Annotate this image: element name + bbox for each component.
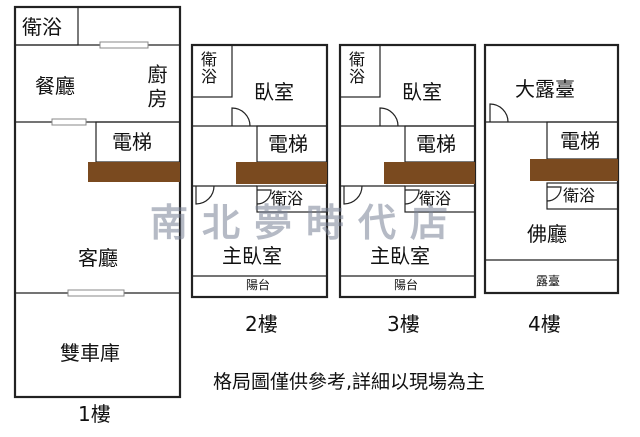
floor-4-terrace-large-label: 大露臺	[515, 77, 575, 101]
floor-3-staircase	[384, 162, 475, 184]
floor-3-caption: 3樓	[387, 312, 420, 336]
floor-2-bath-label: 衛浴	[271, 189, 304, 208]
floor-3-balcony-label: 陽台	[394, 278, 419, 292]
floor-4-terrace-label: 露臺	[536, 274, 561, 288]
floor-2-bath-wall	[256, 185, 328, 213]
floor-2-bedroom-label: 臥室	[254, 80, 294, 104]
floor-1-kitchen-label: 廚房	[144, 64, 168, 112]
floor-1-window	[51, 118, 87, 126]
floor-3-bath-small-wall	[339, 44, 381, 98]
floor-4-door-arc	[546, 186, 562, 202]
floor-3-door-arc	[404, 189, 420, 205]
floor-1-bath-label: 衛浴	[22, 15, 62, 39]
floor-4-door-arc	[489, 103, 509, 123]
floor-2-door-arc	[256, 189, 272, 205]
floor-3-bath-label: 衛浴	[419, 189, 452, 208]
floor-2-elevator-label: 電梯	[268, 132, 308, 156]
floor-1-window	[67, 289, 125, 297]
floor-3-bedroom-label: 臥室	[402, 80, 442, 104]
floor-2-door-arc	[195, 185, 215, 205]
floor-3-bath-small-label: 衛浴	[346, 51, 365, 85]
floor-1-garage-label: 雙車庫	[60, 341, 120, 365]
floor-2-balcony-label: 陽台	[246, 278, 271, 292]
floor-3-elevator-label: 電梯	[416, 132, 456, 156]
floor-1-caption: 1樓	[78, 402, 111, 426]
floor-4-plan	[483, 43, 620, 295]
floor-2-door-arc	[231, 107, 251, 127]
floor-4-elevator-label: 電梯	[560, 129, 600, 153]
floor-4-caption: 4樓	[528, 312, 561, 336]
floor-2-staircase	[236, 162, 327, 184]
floor-3-bath-wall	[404, 185, 476, 213]
floor-3-master-label: 主臥室	[370, 244, 430, 268]
floor-1-elevator-label: 電梯	[112, 130, 152, 154]
floor-1-window	[99, 41, 149, 49]
floor-4-bath-wall	[546, 182, 619, 210]
floor-2-master-label: 主臥室	[222, 244, 282, 268]
floor-1-dining-label: 餐廳	[35, 74, 75, 98]
floor-1-plan	[13, 5, 182, 399]
floor-1-staircase	[88, 162, 180, 182]
floor-1-outline	[13, 5, 182, 399]
watermark: 南北夢時代店	[150, 200, 463, 245]
floor-4-staircase	[530, 159, 618, 181]
floor-3-plan	[338, 43, 477, 299]
floor-3-door-arc	[379, 107, 399, 127]
floor-4-bath-label: 衛浴	[563, 186, 596, 205]
floor-2-bath-small-label: 衛浴	[198, 51, 217, 85]
floor-3-door-arc	[343, 185, 363, 205]
floor-4-buddha-hall-label: 佛廳	[527, 222, 567, 246]
floor-1-living-label: 客廳	[78, 246, 118, 270]
floor-2-plan	[190, 43, 329, 299]
floor-2-bath-small-wall	[191, 44, 233, 98]
disclaimer-note: 格局圖僅供參考,詳細以現場為主	[213, 371, 486, 393]
floor-2-caption: 2樓	[245, 312, 278, 336]
